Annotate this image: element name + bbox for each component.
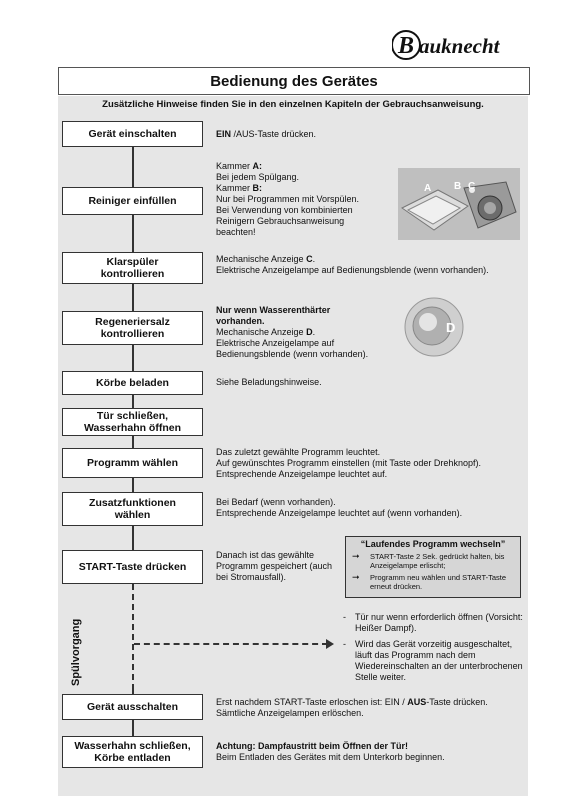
notes-list: -Tür nur wenn erforderlich öffnen (Vorsi…	[343, 612, 528, 688]
desc-klarspueler: Mechanische Anzeige C. Elektrische Anzei…	[216, 254, 489, 275]
step-geraet-ausschalten: Gerät ausschalten	[62, 694, 203, 720]
svg-text:D: D	[446, 320, 455, 335]
step-reiniger-einfuellen: Reiniger einfüllen	[62, 187, 203, 215]
dashed-connector	[132, 584, 134, 690]
desc-ausschalten: Erst nachdem START-Taste erloschen ist: …	[216, 697, 488, 718]
desc-koerbe-beladen: Siehe Beladungshinweise.	[216, 377, 322, 387]
desc-einschalten: EIN /AUS-Taste drücken.	[216, 129, 317, 139]
arrow-right-icon: ➞	[352, 572, 360, 582]
step-programm-waehlen: Programm wählen	[62, 448, 203, 478]
salt-indicator-image: D	[404, 297, 464, 357]
desc-reiniger: Kammer A: Bei jedem Spülgang. Kammer B: …	[216, 161, 360, 237]
callout-row-2: ➞ Programm neu wählen und START-Taste er…	[352, 572, 507, 592]
bauknecht-logo: B auknecht	[392, 30, 501, 60]
step-tuer-schliessen: Tür schließen, Wasserhahn öffnen	[62, 408, 203, 436]
svg-text:A: A	[424, 183, 431, 194]
desc-wasserhahn: Achtung: Dampfaustritt beim Öffnen der T…	[216, 741, 445, 762]
dashed-arrow-line	[134, 643, 328, 645]
svg-text:B: B	[454, 181, 461, 192]
svg-text:C: C	[468, 181, 475, 192]
detergent-dispenser-image: A B C	[398, 168, 520, 240]
step-regeneriersalz: Regeneriersalz kontrollieren	[62, 311, 203, 345]
step-koerbe-beladen: Körbe beladen	[62, 371, 203, 395]
step-geraet-einschalten: Gerät einschalten	[62, 121, 203, 147]
desc-zusatzfunktionen: Bei Bedarf (wenn vorhanden). Entsprechen…	[216, 497, 463, 518]
program-change-callout: “Laufendes Programm wechseln” ➞ START-Ta…	[345, 536, 521, 598]
arrow-right-icon: ➞	[352, 551, 360, 561]
step-start-taste: START-Taste drücken	[62, 550, 203, 584]
note-item: -Tür nur wenn erforderlich öffnen (Vorsi…	[343, 612, 523, 633]
subtitle: Zusätzliche Hinweise finden Sie in den e…	[102, 99, 484, 110]
desc-start-taste: Danach ist das gewählte Programm gespeic…	[216, 550, 333, 582]
callout-row-1: ➞ START-Taste 2 Sek. gedrückt halten, bi…	[352, 551, 505, 571]
step-zusatzfunktionen: Zusatzfunktionen wählen	[62, 492, 203, 526]
step-wasserhahn-schliessen: Wasserhahn schließen, Körbe entladen	[62, 736, 203, 768]
svg-text:B: B	[397, 33, 414, 59]
flow-connector	[132, 147, 134, 584]
note-item: -Wird das Gerät vorzeitig ausgeschaltet,…	[343, 639, 523, 682]
svg-text:auknecht: auknecht	[419, 34, 501, 58]
desc-regeneriersalz: Nur wenn Wasserenthärter vorhanden. Mech…	[216, 305, 369, 359]
desc-programm-waehlen: Das zuletzt gewählte Programm leuchtet. …	[216, 447, 481, 479]
callout-title: “Laufendes Programm wechseln”	[360, 539, 506, 549]
spuelvorgang-label: Spülvorgang	[70, 618, 82, 686]
page-title: Bedienung des Gerätes	[58, 67, 530, 95]
step-klarspueler: Klarspüler kontrollieren	[62, 252, 203, 284]
arrow-right-icon	[326, 639, 334, 649]
